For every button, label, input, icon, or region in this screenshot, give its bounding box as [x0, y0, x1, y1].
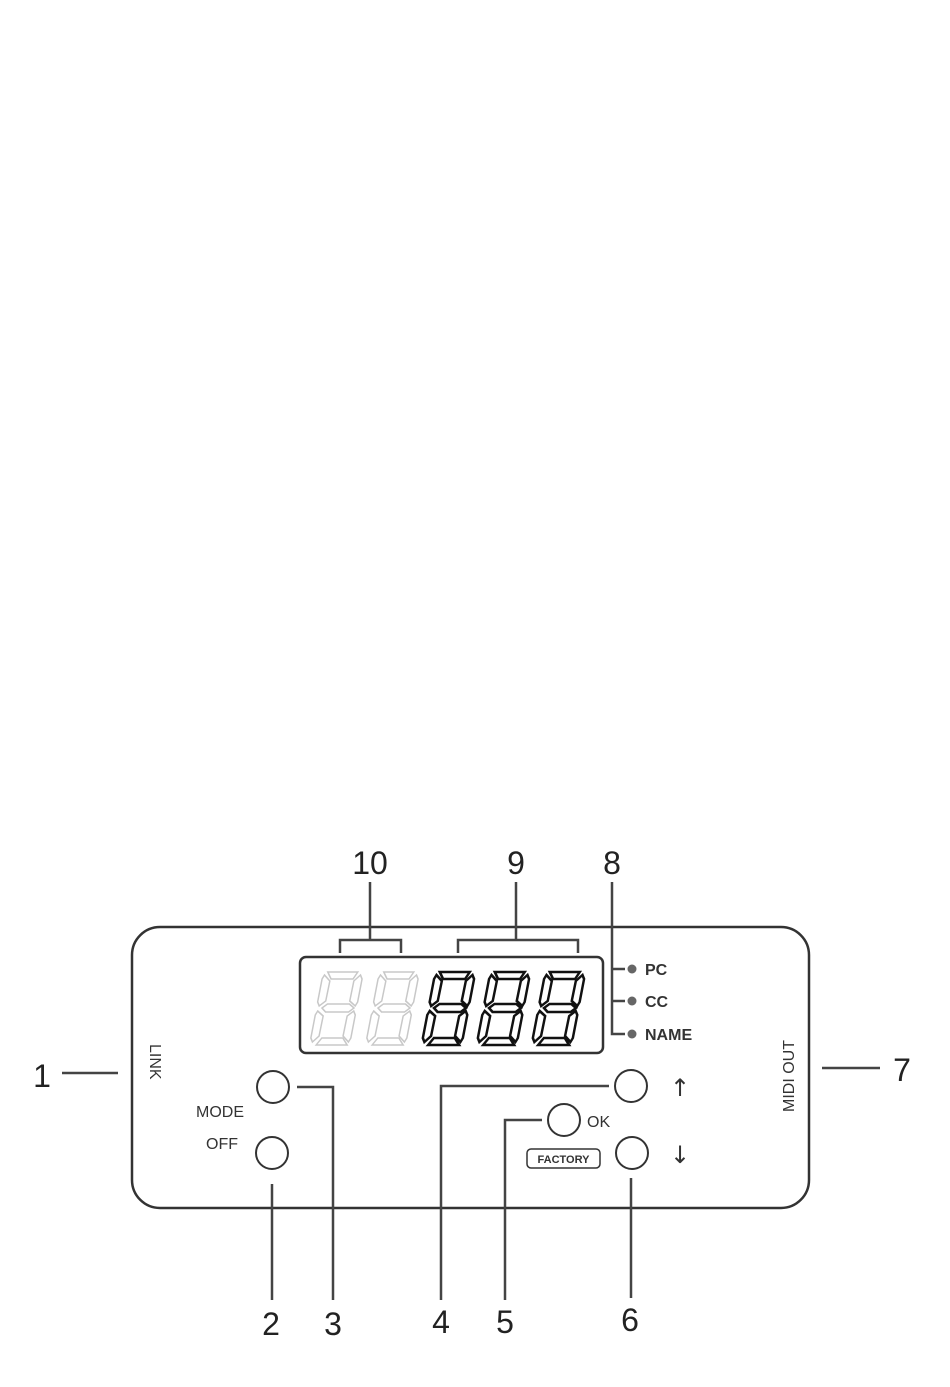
callout-1: 1	[33, 1058, 51, 1094]
link-label: LINK	[146, 1044, 163, 1080]
callout-10: 10	[352, 845, 388, 881]
mode-button[interactable]	[257, 1071, 289, 1103]
led-pc-indicator	[628, 965, 637, 974]
ok-button[interactable]	[548, 1104, 580, 1136]
midi-out-label: MIDI OUT	[781, 1040, 798, 1112]
callout-3: 3	[324, 1306, 342, 1342]
led-cc-indicator	[628, 997, 637, 1006]
led-name-label: NAME	[645, 1027, 692, 1044]
callout-5: 5	[496, 1304, 514, 1340]
led-cc-label: CC	[645, 994, 669, 1011]
mode-label: MODE	[196, 1104, 244, 1121]
up-button[interactable]	[615, 1070, 647, 1102]
off-button[interactable]	[256, 1137, 288, 1169]
callout-4: 4	[432, 1304, 450, 1340]
off-label: OFF	[206, 1136, 238, 1153]
callout-2: 2	[262, 1306, 280, 1342]
up-arrow-icon: ↑	[670, 1074, 690, 1102]
factory-label: FACTORY	[538, 1154, 591, 1166]
ok-label: OK	[587, 1114, 610, 1131]
led-pc-label: PC	[645, 962, 668, 979]
callout-7: 7	[893, 1052, 911, 1088]
callout-9: 9	[507, 845, 525, 881]
down-button[interactable]	[616, 1137, 648, 1169]
led-name-indicator	[628, 1030, 637, 1039]
down-arrow-icon: ↓	[670, 1141, 690, 1169]
callout-8: 8	[603, 845, 621, 881]
callout-6: 6	[621, 1302, 639, 1338]
